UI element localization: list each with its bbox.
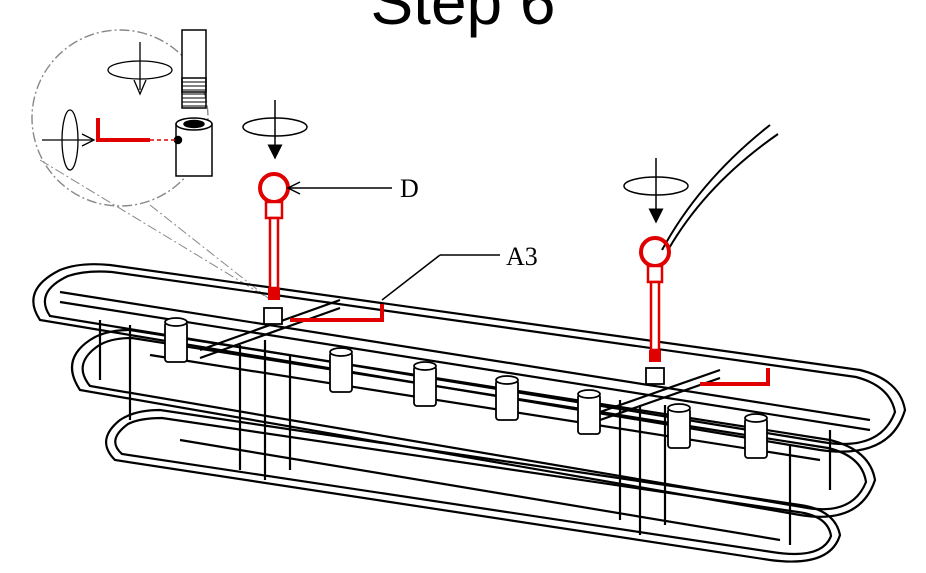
threaded-rod-icon bbox=[181, 29, 207, 109]
label-part-d: D bbox=[400, 174, 419, 203]
label-part-a3: A3 bbox=[506, 242, 538, 271]
hanger-d-left bbox=[242, 100, 500, 325]
coupling-nut-icon bbox=[173, 117, 213, 177]
chandelier-frame bbox=[32, 263, 907, 563]
step-title: Step 6 bbox=[370, 0, 556, 38]
zoom-detail bbox=[31, 29, 269, 299]
allen-key-icon bbox=[96, 118, 176, 142]
rotate-arrow-icon bbox=[107, 42, 173, 96]
turn-screw-icon bbox=[42, 109, 96, 171]
candle-cups bbox=[164, 317, 768, 459]
hanger-right bbox=[623, 124, 779, 386]
